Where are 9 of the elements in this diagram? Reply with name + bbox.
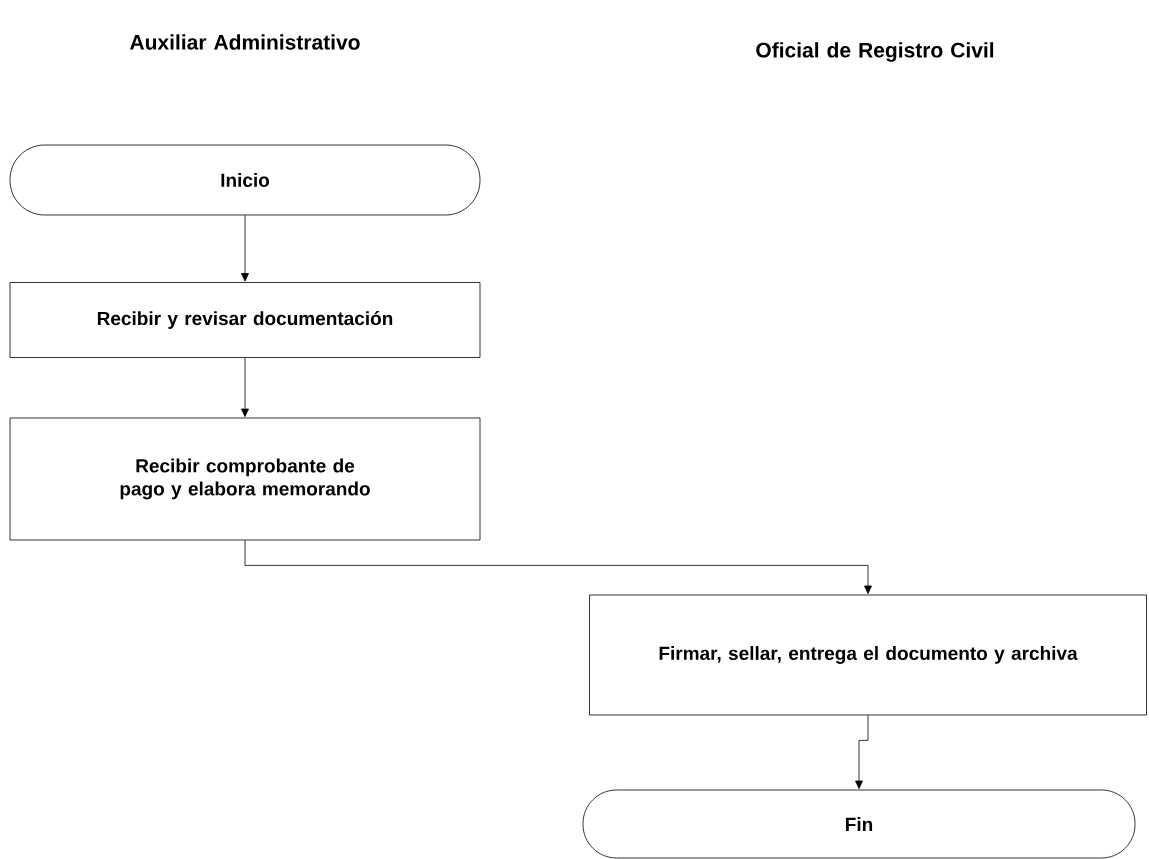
arrow — [241, 357, 249, 417]
column-heading: Auxiliar Administrativo — [130, 34, 360, 50]
arrow — [241, 215, 249, 282]
process-box: Recibir y revisar documentación — [9, 282, 481, 358]
column-heading: Oficial de Registro Civil — [756, 42, 994, 62]
arrow — [855, 715, 869, 789]
process-box: Firmar, sellar, entrega el documento y archiva — [589, 594, 1147, 716]
process-box: Recibir comprobante de pago y elabora memorando — [9, 417, 481, 541]
arrow — [244, 540, 872, 594]
